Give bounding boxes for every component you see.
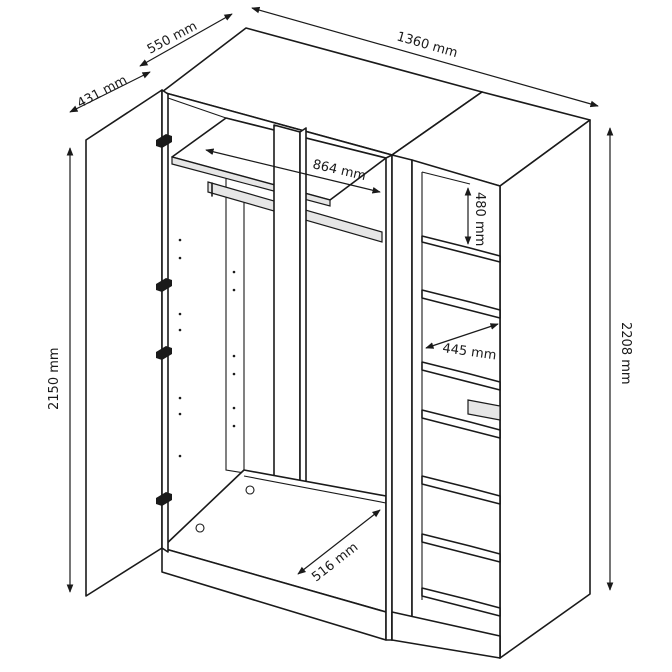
- dim-line-depth: [139, 13, 233, 67]
- right-plinth: [391, 611, 501, 659]
- dim-line-shelf-depth: [425, 323, 499, 349]
- door-hinges: [156, 134, 172, 506]
- label-total-height: 2208 mm: [618, 322, 633, 385]
- label-shelf-height: 480 mm: [472, 192, 487, 246]
- shelf-pin-holes: [178, 238, 236, 458]
- label-shelf-depth: 445 mm: [441, 341, 497, 363]
- label-body-height: 2150 mm: [47, 347, 62, 410]
- shelf-label-block: [467, 399, 501, 421]
- middle-divider: [385, 154, 393, 641]
- label-depth: 550 mm: [145, 19, 200, 58]
- right-shelves: [421, 235, 501, 617]
- label-door-depth: 431 mm: [75, 73, 130, 112]
- floor-screw-cap-2: [195, 523, 205, 533]
- label-width: 1360 mm: [395, 29, 459, 61]
- floor-screw-cap-1: [245, 485, 255, 495]
- right-inner-top: [421, 171, 471, 185]
- door-edge: [161, 89, 169, 553]
- dim-line-width: [251, 6, 599, 108]
- dim-line-inner-depth: [297, 509, 381, 575]
- dim-line-door-depth: [69, 71, 151, 113]
- open-door: [85, 89, 163, 597]
- dim-line-rail: [205, 148, 381, 194]
- middle-divider-front: [391, 154, 413, 641]
- floor-back-edge: [243, 475, 387, 504]
- right-side-panel: [499, 119, 591, 659]
